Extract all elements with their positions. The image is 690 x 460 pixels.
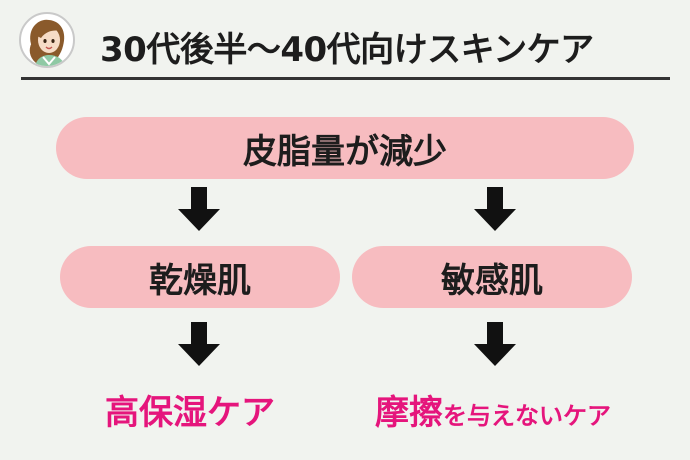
top-cause-box: 皮脂量が減少 [56,117,634,179]
sensitive-skin-box: 敏感肌 [352,246,632,308]
dry-skin-care-result: 高保湿ケア [105,393,275,433]
result-emphasis: 摩擦 [375,393,443,433]
title-divider [21,77,670,80]
down-arrow-icon [178,187,220,231]
down-arrow-icon [474,187,516,231]
down-arrow-icon [474,322,516,366]
dry-skin-box: 乾燥肌 [60,246,340,308]
page-title: 30代後半～40代向けスキンケア [100,30,594,70]
sensitive-skin-care-result: 摩擦を与えないケア [375,385,611,434]
result-rest: を与えないケア [443,402,611,430]
header: 30代後半～40代向けスキンケア [0,0,690,80]
down-arrow-icon [178,322,220,366]
woman-avatar-icon [19,12,75,68]
